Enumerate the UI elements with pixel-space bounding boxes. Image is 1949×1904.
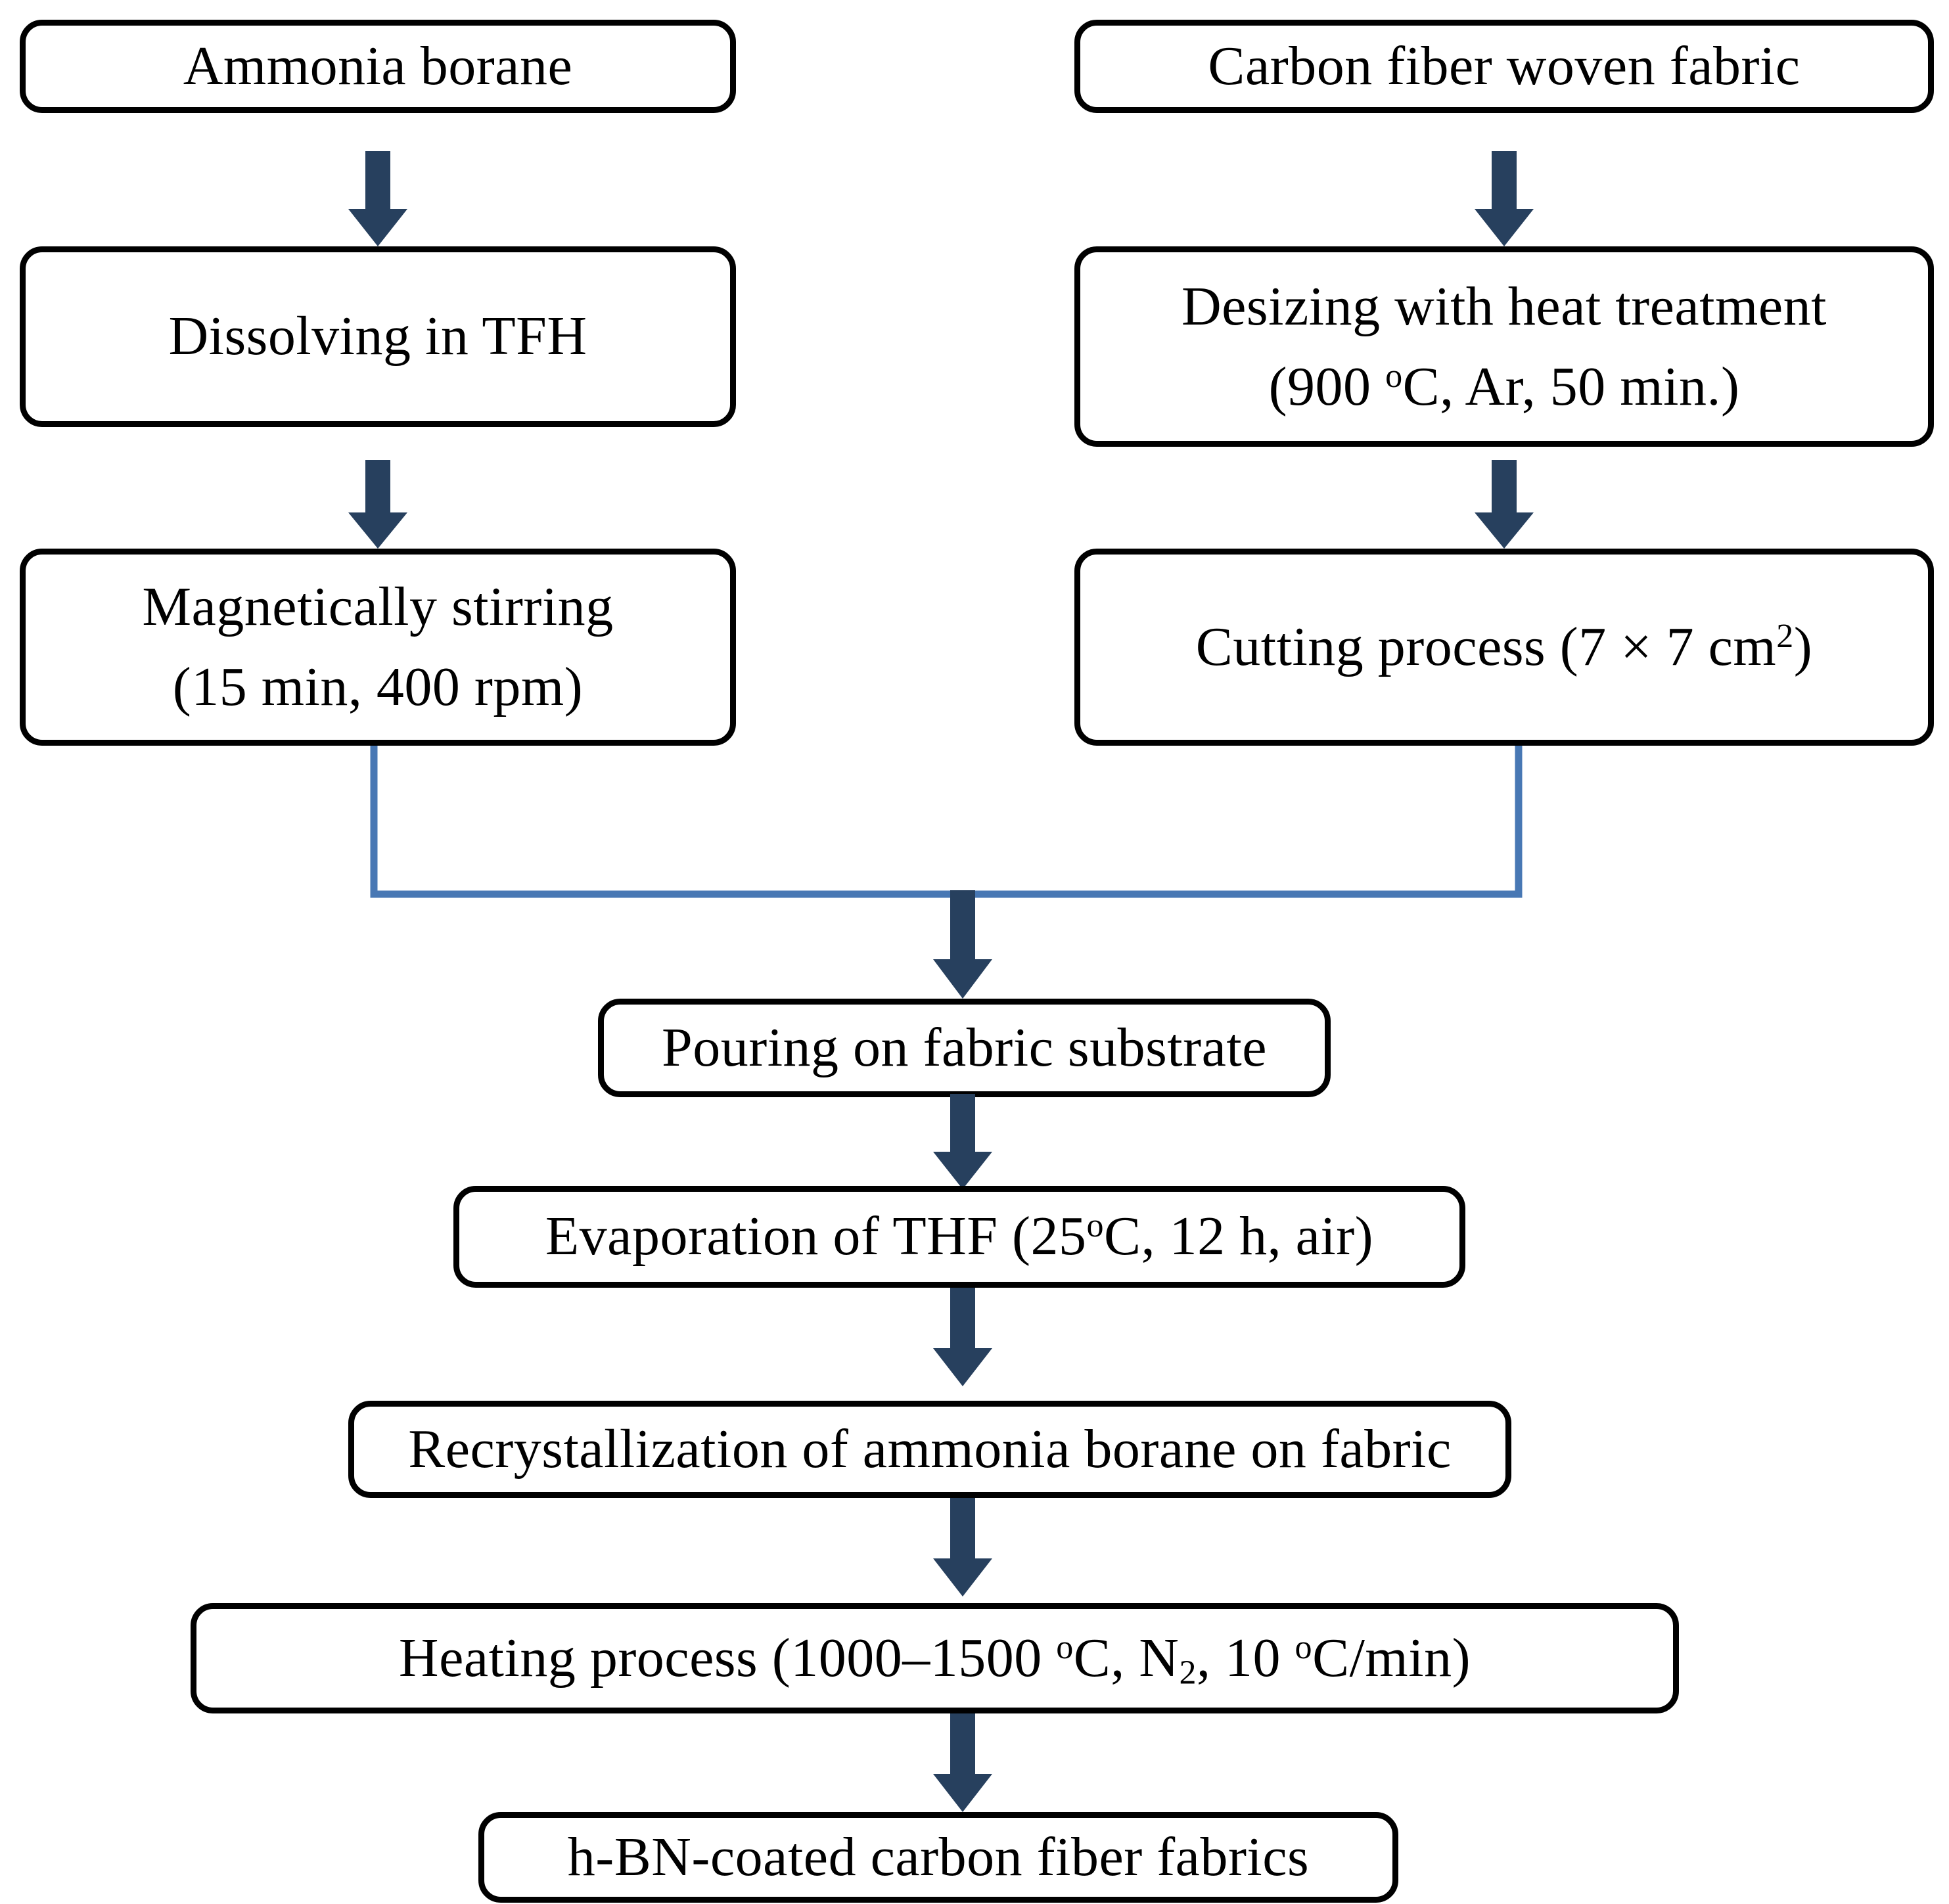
arrow-recrystallization-to-heating bbox=[920, 1498, 1005, 1597]
node-evaporation-of-thf[interactable]: Evaporation of THF (25oC, 12 h, air) bbox=[453, 1186, 1465, 1288]
node-evaporation-of-thf-label: Evaporation of THF (25oC, 12 h, air) bbox=[545, 1206, 1374, 1267]
node-carbon-fiber-woven-fabric-label: Carbon fiber woven fabric bbox=[1208, 35, 1800, 97]
arrow-evaporation-to-recrystallization bbox=[920, 1288, 1005, 1386]
node-carbon-fiber-woven-fabric[interactable]: Carbon fiber woven fabric bbox=[1074, 20, 1934, 113]
node-hbn-coated-carbon-fiber-fabrics-label: h-BN-coated carbon fiber fabrics bbox=[567, 1826, 1310, 1888]
node-heating-process-label: Heating process (1000–1500 oC, N2, 10 oC… bbox=[398, 1627, 1471, 1692]
node-recrystallization-label: Recrystallization of ammonia borane on f… bbox=[408, 1418, 1452, 1480]
node-magnetically-stirring-line-2: (15 min, 400 rpm) bbox=[172, 656, 584, 717]
arrow-pouring-to-evaporation bbox=[920, 1094, 1005, 1189]
node-dissolving-in-tfh-label: Dissolving in TFH bbox=[168, 306, 587, 367]
node-ammonia-borane-label: Ammonia borane bbox=[183, 35, 573, 97]
arrow-carbon-fiber-to-desizing bbox=[1461, 151, 1547, 246]
node-desizing-line-1: Desizing with heat treatment bbox=[1181, 275, 1827, 337]
node-recrystallization-of-ammonia-borane[interactable]: Recrystallization of ammonia borane on f… bbox=[348, 1401, 1511, 1498]
node-magnetically-stirring-line-1: Magnetically stirring bbox=[142, 576, 614, 638]
node-pouring-on-fabric-substrate[interactable]: Pouring on fabric substrate bbox=[598, 999, 1331, 1097]
merge-connector-stirring-and-cutting bbox=[368, 746, 1525, 900]
node-pouring-on-fabric-substrate-label: Pouring on fabric substrate bbox=[662, 1016, 1267, 1078]
arrow-merge-to-pouring bbox=[920, 890, 1005, 999]
node-dissolving-in-tfh[interactable]: Dissolving in TFH bbox=[20, 246, 736, 427]
node-magnetically-stirring[interactable]: Magnetically stirring (15 min, 400 rpm) bbox=[20, 549, 736, 746]
node-ammonia-borane[interactable]: Ammonia borane bbox=[20, 20, 736, 113]
node-heating-process[interactable]: Heating process (1000–1500 oC, N2, 10 oC… bbox=[191, 1603, 1679, 1713]
node-cutting-process-label: Cutting process (7 × 7 cm2) bbox=[1195, 616, 1813, 677]
node-hbn-coated-carbon-fiber-fabrics[interactable]: h-BN-coated carbon fiber fabrics bbox=[478, 1812, 1398, 1903]
node-cutting-process[interactable]: Cutting process (7 × 7 cm2) bbox=[1074, 549, 1934, 746]
arrow-heating-to-product bbox=[920, 1713, 1005, 1812]
arrow-desizing-to-cutting bbox=[1461, 460, 1547, 549]
arrow-dissolving-to-stirring bbox=[335, 460, 421, 549]
node-desizing-with-heat-treatment[interactable]: Desizing with heat treatment (900 oC, Ar… bbox=[1074, 246, 1934, 447]
node-desizing-line-2: (900 oC, Ar, 50 min.) bbox=[1268, 355, 1740, 417]
arrow-ammonia-borane-to-dissolving bbox=[335, 151, 421, 246]
